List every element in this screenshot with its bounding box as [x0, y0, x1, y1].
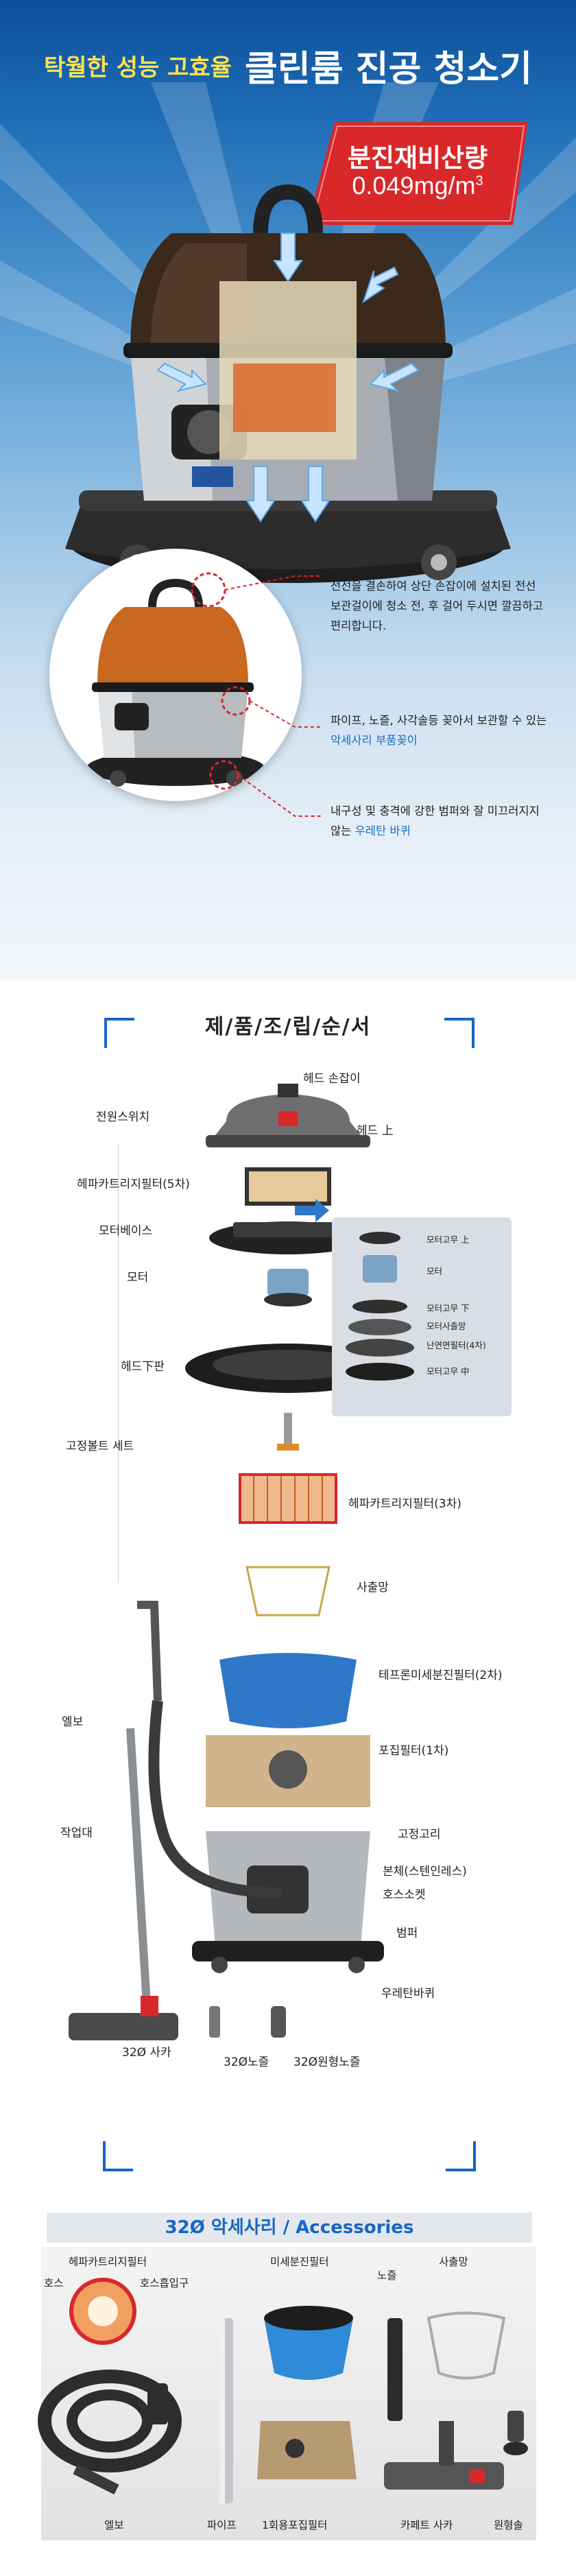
label-body: 본체(스텐인레스)	[383, 1865, 467, 1879]
callout-accessory-text: 파이프, 노즐, 사각솔등 꽂아서 보관할 수 있는	[331, 714, 547, 727]
badge-shape	[307, 122, 528, 225]
label-head-handle: 헤드 손잡이	[303, 1072, 361, 1086]
hero-main-title: 클린룸 진공 청소기	[245, 49, 532, 90]
label-teflon-filter: 테프론미세분진필터(2차)	[379, 1669, 503, 1682]
assembly-title: 제/품/조/립/순/서	[204, 1015, 372, 1039]
acc-label-disposable-filter: 1회용포집필터	[262, 2519, 328, 2531]
hero-title: 탁월한 성능 고효율 클린룸 진공 청소기	[0, 40, 576, 91]
acc-label-hose-inlet: 호스흡입구	[140, 2277, 189, 2289]
acc-label-round-brush: 원형솔	[494, 2519, 523, 2531]
label-hepa-3: 헤파카트리지필터(3차)	[348, 1497, 461, 1511]
label-elbow: 엘보	[62, 1715, 84, 1729]
label-head-bottom: 헤드下판	[121, 1360, 165, 1374]
acc-label-elbow: 엘보	[104, 2519, 124, 2531]
vacuum-small-illustration	[86, 572, 265, 790]
callout-lines	[224, 575, 322, 817]
inset-motor-rubber-top: 모터고무 上	[427, 1235, 470, 1245]
badge-value: 0.049mg/m	[352, 171, 476, 200]
inset-motor-rubber-bottom: 모터고무 下	[427, 1303, 470, 1313]
assembly-bracket-left	[104, 1018, 134, 1048]
accessories-title: 32Ø 악세사리 / Accessories	[165, 2217, 414, 2238]
label-head-top: 헤드 上	[357, 1124, 394, 1138]
label-motor: 모터	[127, 1271, 149, 1285]
label-bumper: 범퍼	[396, 1927, 418, 1940]
label-work-stand: 작업대	[60, 1826, 93, 1840]
callout-wheel: 내구성 및 충격에 강한 범퍼와 잘 미끄러지지 않는 우레탄 바퀴	[331, 801, 547, 841]
acc-label-pipe: 파이프	[207, 2519, 237, 2531]
badge-sup: 3	[475, 174, 483, 189]
motor-detail-inset: 모터고무 上 모터 모터고무 下 모터사출망 난연면필터(4차) 모터고무 中	[332, 1217, 512, 1416]
inset-motor: 모터	[427, 1266, 443, 1276]
badge-line2: 0.049mg/m3	[307, 171, 528, 200]
label-urethane-wheel: 우레탄바퀴	[381, 1987, 435, 2001]
callout-cord-text: 전선을 결손하여 상단 손잡이에 설치된 전선 보관걸이에 청소 전, 후 걸어…	[331, 580, 543, 632]
label-fixing-bolt: 고정볼트 세트	[66, 1440, 134, 1453]
accessories-illustration	[38, 2278, 528, 2503]
label-exhaust-net: 사출망	[357, 1581, 389, 1595]
detail-circle	[49, 549, 302, 801]
acc-label-hose: 호스	[44, 2277, 64, 2289]
dust-emission-badge: 분진재비산량 0.049mg/m3	[307, 122, 528, 225]
label-power-switch: 전원스위치	[96, 1110, 150, 1124]
assembly-frame-bottom-right	[446, 2141, 476, 2171]
label-fixing-ring: 고정고리	[398, 1828, 441, 1841]
label-hepa-5: 헤파카트리지필터(5차)	[77, 1178, 190, 1191]
assembly-parts-illustration	[69, 1084, 391, 2040]
acc-label-nozzle: 노즐	[377, 2269, 397, 2282]
label-hose-socket: 호스소켓	[383, 1888, 426, 1902]
motor-detail-illustration	[346, 1232, 414, 1381]
badge-line1: 분진재비산량	[347, 143, 488, 173]
acc-label-exhaust-net: 사출망	[439, 2256, 468, 2268]
label-motor-base: 모터베이스	[99, 1224, 153, 1238]
callout-accessory-highlight: 악세사리 부품꽂이	[331, 734, 418, 747]
accessories-bar	[47, 2213, 532, 2243]
vacuum-main-illustration	[65, 184, 511, 583]
label-nozzle-32: 32Ø노즐	[224, 2055, 269, 2069]
acc-label-hepa-filter: 헤파카트리지필터	[69, 2256, 147, 2268]
hero-subtitle: 탁월한 성능 고효율	[44, 54, 232, 82]
label-collection-filter: 포집필터(1차)	[379, 1744, 449, 1758]
acc-label-carpet: 카페트 사카	[400, 2519, 453, 2531]
inset-flame-filter: 난연면필터(4차)	[427, 1340, 486, 1350]
callout-wheel-highlight: 우레탄 바퀴	[355, 824, 411, 837]
label-carpet-32: 32Ø 사카	[122, 2046, 171, 2060]
hero-section: 탁월한 성능 고효율 클린룸 진공 청소기 분진재비산량 0.049mg/m3	[0, 0, 576, 981]
label-round-nozzle-32: 32Ø원형노즐	[293, 2055, 361, 2069]
assembly-bracket-right	[444, 1018, 475, 1048]
callout-cord-holder: 전선을 결손하여 상단 손잡이에 설치된 전선 보관걸이에 청소 전, 후 걸어…	[331, 576, 547, 636]
assembly-frame-bottom-left	[103, 2141, 133, 2171]
acc-label-fine-filter: 미세분진필터	[270, 2256, 329, 2268]
inset-motor-rubber-middle: 모터고무 中	[427, 1366, 470, 1376]
callout-accessory-holder: 파이프, 노즐, 사각솔등 꽂아서 보관할 수 있는 악세사리 부품꽂이	[331, 711, 547, 750]
inset-motor-net: 모터사출망	[427, 1321, 466, 1331]
callout-wheel-text: 내구성 및 충격에 강한 범퍼와 잘 미끄러지지 않는	[331, 804, 540, 837]
assembly-center-line	[118, 1144, 119, 1583]
